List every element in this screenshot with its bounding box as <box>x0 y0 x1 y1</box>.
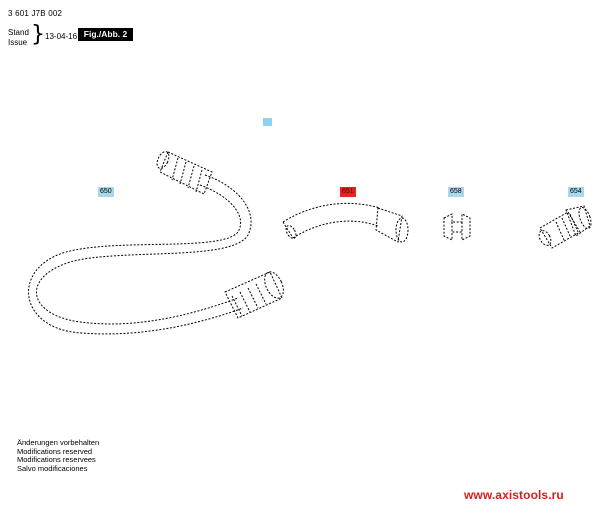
bend-inner-path <box>292 220 379 239</box>
hose-inner-path <box>28 184 244 335</box>
brace-glyph: } <box>31 22 45 47</box>
bend-outer-path <box>282 202 381 223</box>
hose-bottom-end <box>264 271 284 299</box>
part-tag-658[interactable]: 658 <box>448 187 464 197</box>
part-tag-650[interactable]: 650 <box>98 187 114 197</box>
hose-top-cuff <box>159 151 213 195</box>
adapter-small-end <box>538 230 552 246</box>
hose-outer-path <box>36 174 252 325</box>
website-link[interactable]: www.axistools.ru <box>464 488 564 502</box>
note-line: Änderungen vorbehalten <box>17 438 100 447</box>
stand-issue-labels: Stand Issue <box>8 28 29 48</box>
note-line: Salvo modificaciones <box>17 463 88 473</box>
color-marker <box>263 118 272 126</box>
bend-small-end <box>285 225 297 239</box>
clip-body <box>443 213 471 241</box>
note-line: Modifications reservees <box>17 455 96 465</box>
stand-label: Stand <box>8 28 29 37</box>
bend-large-end <box>395 217 409 243</box>
adapter-body <box>539 211 581 249</box>
adapter-large-end <box>578 207 592 229</box>
hose-top-end <box>156 151 170 169</box>
part-tag-654[interactable]: 654 <box>568 187 584 197</box>
modification-notes: Änderungen vorbehalten Modifications res… <box>17 438 100 473</box>
adapter-collar <box>565 205 591 237</box>
figure-label: Fig./Abb. 2 <box>78 28 133 41</box>
issue-date: 13-04-16 <box>45 32 78 41</box>
issue-label: Issue <box>8 38 28 47</box>
part-tag-651[interactable]: 651 <box>340 187 356 197</box>
bend-cuff <box>375 207 403 243</box>
hose-bottom-cuff <box>224 271 283 319</box>
document-number: 3 601 J7B 002 <box>8 9 63 18</box>
note-line: Modifications reserved <box>17 446 93 456</box>
